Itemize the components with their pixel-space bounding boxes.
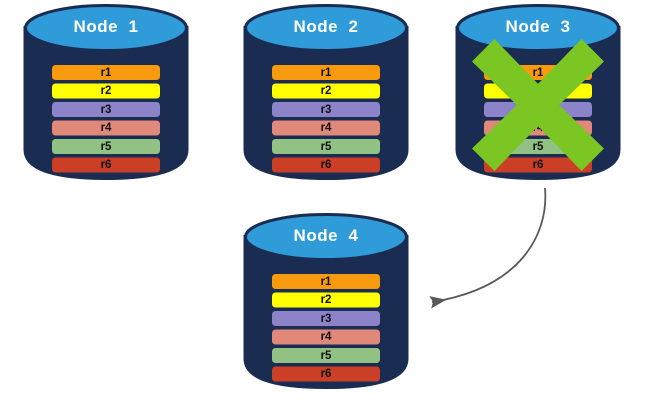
data-row-bar-r3[interactable] bbox=[272, 311, 380, 326]
data-row-bar-r5[interactable] bbox=[484, 139, 592, 154]
data-row-bar-r4[interactable] bbox=[52, 120, 160, 136]
data-row-bar-r6[interactable] bbox=[272, 157, 380, 173]
data-row-bar-r1[interactable] bbox=[272, 65, 380, 80]
data-row-bar-r6[interactable] bbox=[484, 157, 592, 173]
data-row-bar-r1[interactable] bbox=[484, 65, 592, 80]
data-row-bar-r1[interactable] bbox=[272, 274, 380, 289]
data-row-bar-r2[interactable] bbox=[272, 83, 380, 99]
data-row-bar-r4[interactable] bbox=[272, 329, 380, 345]
data-row-bar-r5[interactable] bbox=[272, 348, 380, 363]
cylinder-top-ellipse bbox=[244, 213, 408, 261]
data-row-bar-r4[interactable] bbox=[272, 120, 380, 136]
data-row-bar-r3[interactable] bbox=[52, 102, 160, 117]
cylinder-top-ellipse bbox=[244, 4, 408, 52]
data-row-bar-r2[interactable] bbox=[272, 292, 380, 308]
data-row-bar-r4[interactable] bbox=[484, 120, 592, 136]
data-row-bar-r2[interactable] bbox=[484, 83, 592, 99]
data-row-bar-r5[interactable] bbox=[272, 139, 380, 154]
data-row-bar-r1[interactable] bbox=[52, 65, 160, 80]
cylinder-top-ellipse bbox=[456, 4, 620, 52]
data-row-bar-r6[interactable] bbox=[272, 366, 380, 382]
data-row-bar-r2[interactable] bbox=[52, 83, 160, 99]
data-row-bar-r5[interactable] bbox=[52, 139, 160, 154]
data-row-bar-r3[interactable] bbox=[484, 102, 592, 117]
data-row-bar-r3[interactable] bbox=[272, 102, 380, 117]
data-row-bar-r6[interactable] bbox=[52, 157, 160, 173]
cylinder-top-ellipse bbox=[24, 4, 188, 52]
